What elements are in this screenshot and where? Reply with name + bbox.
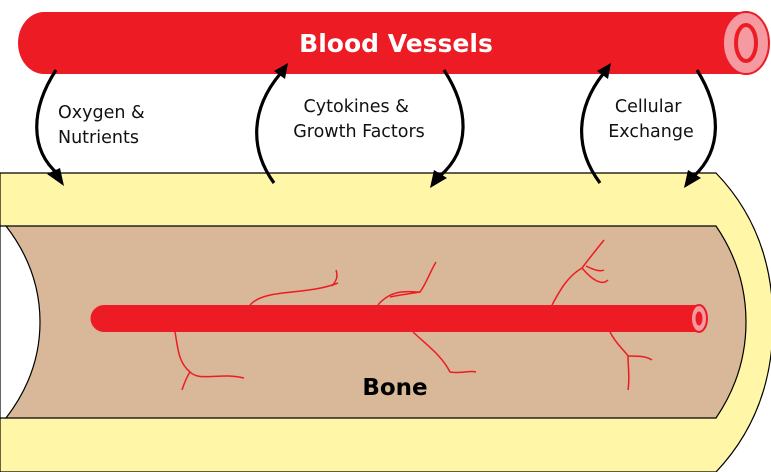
main-blood-vessel: Blood Vessels [18,12,769,74]
label-line: Oxygen & [58,103,145,123]
label-line: Cytokines & [304,97,410,117]
arrow-cellular-down [694,70,715,176]
label-line: Exchange [608,122,694,142]
inner-vessel-tube [91,305,700,332]
label-cytokines-growth-factors: Cytokines & Growth Factors [293,97,425,142]
label-oxygen-nutrients: Oxygen & Nutrients [58,103,150,148]
main-vessel-end [723,12,769,74]
label-line: Nutrients [58,128,139,148]
arrow-cellular-up [582,74,603,183]
label-cellular-exchange: Cellular Exchange [608,97,694,142]
arrow-oxygen-nutrients [37,70,58,174]
exchange-labels: Oxygen & Nutrients Cytokines & Growth Fa… [58,97,694,148]
arrow-cytokines-up [257,74,280,183]
inner-vessel-lumen [696,312,703,326]
arrow-cytokines-down [440,70,463,176]
diagram-title: Blood Vessels [299,29,493,58]
bone-label: Bone [362,375,427,401]
label-line: Cellular [615,97,682,117]
label-line: Growth Factors [293,122,425,142]
